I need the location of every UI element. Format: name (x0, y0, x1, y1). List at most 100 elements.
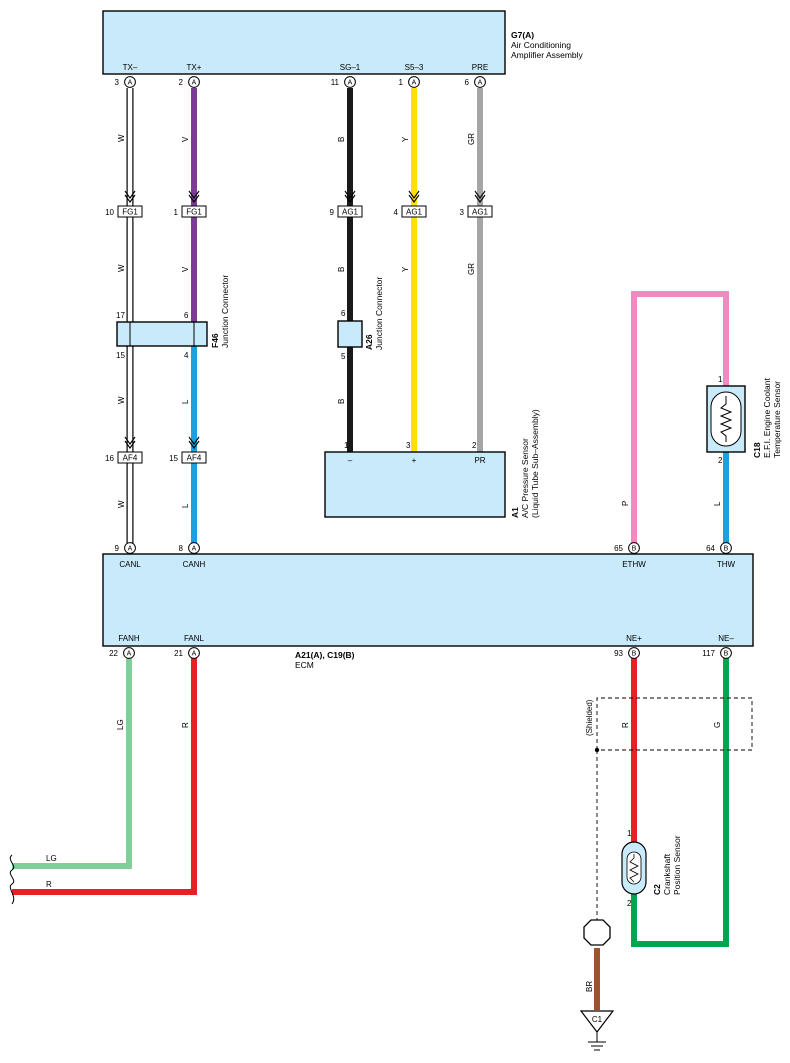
lower-connector-tags: AF4 16 AF4 15 (105, 451, 207, 464)
ecm-pin-label-canl: CANL (119, 560, 141, 569)
wire-continuation-marks (9, 854, 15, 905)
amp-pin-letter: A (412, 80, 417, 87)
wires (12, 88, 729, 1010)
c2-name-line2: Position Sensor (672, 835, 682, 895)
wire-label: W (117, 396, 126, 404)
amp-pin-letter: A (192, 80, 197, 87)
connector-ag1: AG1 (342, 208, 359, 217)
wire-label: V (181, 266, 190, 272)
amp-pin-letter: A (478, 80, 483, 87)
ecm-pin-letter: B (632, 651, 637, 658)
upper-connector-tags: FG1 10 FG1 1 AG1 9 AG1 4 AG1 3 (105, 205, 493, 218)
connector-arrows (124, 190, 486, 449)
ecm-pin-number: 64 (706, 544, 715, 553)
amp-pin-letter: A (128, 80, 133, 87)
c18-pin-1: 1 (718, 375, 723, 384)
connector-pin-number: 1 (174, 208, 179, 217)
wire-label: W (117, 134, 126, 142)
ecm-pin-letter: A (192, 651, 197, 658)
ground-point-icon (579, 1010, 615, 1033)
ground-symbol-icon (588, 1032, 606, 1051)
ecm-pin-label-fanh: FANH (118, 634, 140, 643)
ecm-pin-number: 117 (702, 649, 715, 658)
ecm-pin-label-canh: CANH (183, 560, 206, 569)
f46-pin-4: 4 (184, 351, 189, 360)
resistor-icon (719, 396, 733, 442)
ecm-pin-label-ne-plus: NE+ (626, 634, 642, 643)
amp-pin-label-txp: TX+ (187, 63, 202, 72)
wire-label: L (713, 501, 722, 506)
amplifier-name-line2: Amplifier Assembly (511, 50, 584, 60)
c2-pin-2: 2 (627, 899, 632, 908)
connector-ag1: AG1 (406, 208, 423, 217)
wire-label: GR (467, 133, 476, 145)
wire-label: Y (401, 266, 410, 272)
thermistor-icon (710, 391, 742, 447)
ecm-pin-number: 65 (614, 544, 623, 553)
ecm-pin-number: 8 (179, 544, 184, 553)
a1-pressure-sensor-box (324, 451, 506, 518)
a1-pin-2: 2 (472, 441, 477, 450)
a1-label-pr: PR (474, 456, 485, 465)
wire-label: L (181, 503, 190, 508)
wire-label: BR (585, 981, 594, 992)
shield-junction-dot (594, 747, 600, 753)
amp-pin-label-sg1: SG–1 (340, 63, 361, 72)
coil-winding-icon (629, 854, 639, 883)
wire-label: LG (46, 854, 57, 863)
connector-pin-number: 9 (330, 208, 335, 217)
ecm-pin-number: 93 (614, 649, 623, 658)
c18-pin-2: 2 (718, 456, 723, 465)
amp-pin-number: 11 (331, 78, 340, 87)
wire-label: B (337, 137, 346, 142)
f46-name: Junction Connector (220, 275, 230, 348)
a1-name-line1: A/C Pressure Sensor (520, 438, 530, 518)
ecm-top-pins: A 9 CANL A 8 CANH B 65 ETHW B 64 THW (115, 542, 736, 569)
connector-fg1: FG1 (186, 208, 202, 217)
amplifier-name-line1: Air Conditioning (511, 40, 571, 50)
wire-label: R (46, 880, 52, 889)
connector-af4: AF4 (187, 454, 202, 463)
a26-code: A26 (364, 334, 374, 350)
a26-pin-6: 6 (341, 309, 346, 318)
a26-name: Junction Connector (374, 277, 384, 350)
splice-octagon-icon (583, 919, 611, 946)
wire-label: Y (401, 136, 410, 142)
c2-code: C2 (652, 884, 662, 895)
wire-label: R (181, 722, 190, 728)
a1-name-line2: (Liquid Tube Sub–Assembly) (530, 409, 540, 518)
f46-code: F46 (210, 333, 220, 348)
wire-g (631, 658, 729, 947)
ecm-pin-letter: B (724, 651, 729, 658)
c18-code: C18 (752, 442, 762, 458)
connector-pin-number: 4 (394, 208, 399, 217)
a1-label-plus: + (412, 456, 417, 465)
a1-code: A1 (510, 507, 520, 518)
ecm-pin-label-ethw: ETHW (622, 560, 646, 569)
wire-label: V (181, 136, 190, 142)
f46-junction-box (116, 321, 208, 347)
f46-pin-15: 15 (116, 351, 125, 360)
f46-pin-17: 17 (116, 311, 125, 320)
connector-pin-number: 15 (169, 454, 178, 463)
c18-name-line1: E.F.I. Engine Coolant (762, 378, 772, 458)
connector-fg1: FG1 (122, 208, 138, 217)
wire-label: B (337, 267, 346, 272)
wire-color-labels: W V B Y GR W V B Y GR W L B W L P L LG R… (46, 133, 722, 992)
amp-pin-label-s53: S5–3 (405, 63, 424, 72)
amplifier-pins: A 3 A 2 A 11 A 1 A 6 (115, 76, 486, 88)
wire-label: B (337, 399, 346, 404)
a26-pin-5: 5 (341, 352, 346, 361)
a1-pin-1: 1 (344, 441, 349, 450)
wire-lg (12, 658, 132, 869)
wire-label: GR (467, 263, 476, 275)
ecm-pin-letter: B (632, 546, 637, 553)
amp-pin-number: 6 (465, 78, 470, 87)
wire-label: W (117, 500, 126, 508)
ground-code: C1 (592, 1015, 603, 1024)
amp-pin-label-txm: TX– (123, 63, 138, 72)
connector-ag1: AG1 (472, 208, 489, 217)
shielded-label: (Shielded) (585, 699, 594, 736)
a1-label-minus: – (348, 456, 353, 465)
connector-af4: AF4 (123, 454, 138, 463)
